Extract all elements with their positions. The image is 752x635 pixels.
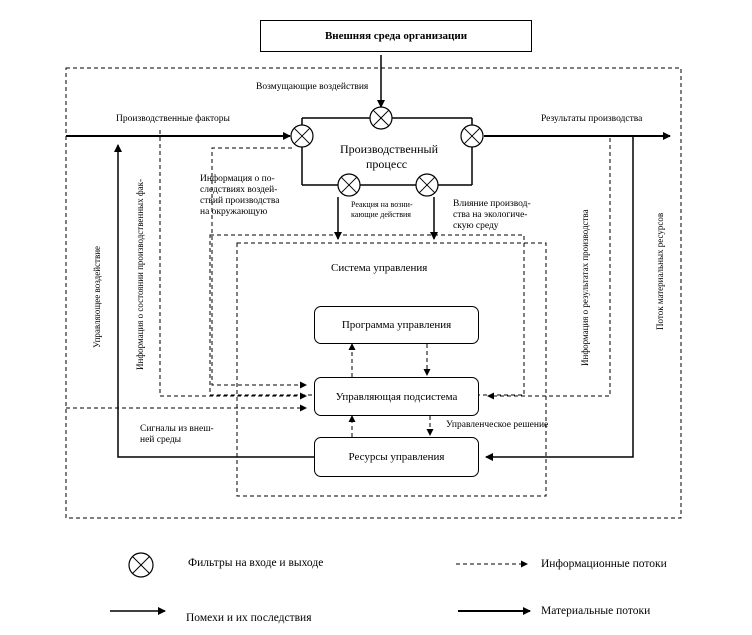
control-system-title: Система управления — [331, 262, 428, 274]
disturbances-label: Возмущающие воздействия — [256, 82, 369, 92]
ecology-3: скую среду — [453, 221, 499, 231]
control-resources-label: Ресурсы управления — [348, 451, 445, 463]
process-label-1: Производственный — [340, 142, 438, 156]
results-label: Результаты производства — [541, 114, 643, 124]
factors-label: Производственные факторы — [116, 114, 230, 124]
external-signals-1: Сигналы из внеш- — [140, 424, 214, 434]
info-consequences-4: на окружающую — [200, 207, 268, 217]
header-box: Внешняя среда организации — [260, 20, 532, 52]
info-results-line — [487, 138, 611, 400]
material-flow-label: Поток материальных ресурсов — [655, 212, 665, 330]
legend-interference: Помехи и их последствия — [186, 612, 312, 624]
legend-filters: Фильтры на входе и выходе — [188, 557, 324, 569]
material-flow-line — [485, 136, 634, 461]
process-label-2: процесс — [366, 157, 408, 171]
ecology-2: ства на экологиче- — [453, 210, 528, 220]
info-results-label: Информация о результатах производства — [580, 209, 590, 366]
external-signals-2: ней среды — [140, 435, 182, 445]
info-consequences-3: ствий производства — [200, 196, 280, 206]
legend-material-flows: Материальные потоки — [541, 605, 651, 617]
legend-info-flows: Информационные потоки — [541, 558, 667, 570]
info-factors-line — [159, 130, 307, 400]
ecology-1: Влияние производ- — [453, 199, 531, 209]
info-consequences-1: Информация о по- — [200, 174, 275, 184]
control-subsystem-label: Управляющая подсистема — [335, 390, 458, 403]
filter-input — [290, 124, 314, 148]
control-program-box: Программа управления — [314, 306, 479, 344]
filter-top — [369, 106, 393, 130]
filter-bottom-left — [337, 173, 361, 197]
filter-output — [460, 124, 484, 148]
control-resources-box: Ресурсы управления — [314, 437, 479, 477]
info-consequences-2: следствиях воздей- — [200, 185, 278, 195]
outer-boundary — [65, 67, 682, 519]
reaction-2: кающие действия — [351, 210, 411, 219]
control-influence-label: Управляющее воздействие — [92, 245, 102, 348]
control-program-label: Программа управления — [341, 319, 452, 331]
decision-label: Управленческое решение — [446, 420, 549, 430]
control-system-inner — [236, 242, 547, 497]
legend-filter-symbol — [128, 552, 154, 578]
info-factors-label: Информация о состоянии производственных … — [135, 178, 145, 370]
filter-bottom-right — [415, 173, 439, 197]
control-subsystem-box: Управляющая подсистема — [314, 377, 479, 416]
page-title: Внешняя среда организации — [324, 30, 468, 42]
info-consequences-line — [211, 147, 307, 389]
reaction-1: Реакция на возни- — [351, 200, 413, 209]
control-influence-line — [114, 144, 314, 458]
